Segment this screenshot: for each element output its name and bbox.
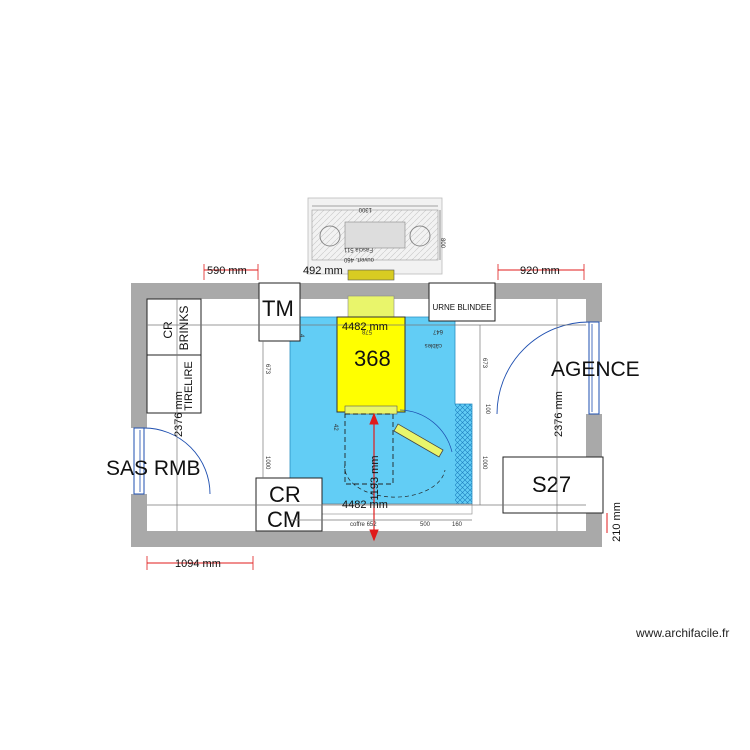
- small-160: 160: [452, 522, 463, 528]
- small-673a: 673: [264, 364, 270, 375]
- agence-door: [496, 321, 600, 415]
- small-100: 100: [484, 404, 490, 415]
- dim-920: 920 mm: [520, 265, 560, 277]
- small-673b: 673: [481, 358, 487, 369]
- yellow-bar: [347, 269, 395, 281]
- block-368: 368: [336, 316, 406, 415]
- small-500: 500: [420, 522, 431, 528]
- sas-door: [133, 427, 211, 495]
- small-578: 578: [361, 328, 372, 334]
- cr-brinks-brinks: BRINKS: [177, 306, 191, 351]
- equipment-sketch: 1300 800 Fascia 511 ouvert. 460: [307, 197, 445, 275]
- sketch-dim-800: 800: [439, 238, 445, 249]
- small-652: coffre 652: [350, 522, 377, 528]
- sketch-fascia: Fascia 511: [343, 246, 373, 252]
- cr-brinks-cr: CR: [161, 321, 175, 339]
- small-1000b: 1000: [481, 456, 487, 470]
- sketch-dim-1300: 1300: [358, 206, 372, 212]
- dim-4482-top: 4482 mm: [342, 321, 388, 333]
- sas-rmb-label: SAS RMB: [106, 457, 201, 480]
- tm-box: TM: [258, 282, 301, 342]
- dim-4482-bottom: 4482 mm: [342, 499, 388, 511]
- small-42: 42: [332, 424, 338, 431]
- dim-1193: 1193 mm: [369, 455, 381, 500]
- small-1000a: 1000: [264, 456, 270, 470]
- urne-blindee: URNE BLINDEE: [428, 282, 496, 322]
- tm-label: TM: [262, 296, 294, 321]
- urne-label: URNE BLINDEE: [432, 303, 491, 312]
- s27-label: S27: [532, 472, 571, 497]
- dashed-area: [344, 413, 446, 498]
- dim-2376-right: 2376 mm: [553, 391, 565, 437]
- dim-1094: 1094 mm: [175, 558, 221, 570]
- block-368-label: 368: [354, 346, 391, 371]
- cr-cm-box: CR CM: [255, 477, 323, 532]
- dim-2376-left: 2376 mm: [173, 391, 185, 437]
- wall-unit: [347, 295, 395, 319]
- small-4: 4: [298, 334, 304, 338]
- dimension-lines: [146, 264, 608, 570]
- s27-box: S27: [502, 456, 604, 514]
- cr-cm-bottom: CM: [267, 507, 301, 532]
- dim-210: 210 mm: [611, 502, 623, 542]
- measure-lines: [147, 299, 586, 531]
- small-cables: câbles: [425, 342, 442, 348]
- agence-label: AGENCE: [551, 358, 640, 381]
- tirelire-cabinet: TIRELIRE: [146, 354, 202, 414]
- sketch-ouvert: ouvert. 460: [343, 256, 374, 262]
- cr-cm-top: CR: [269, 482, 301, 507]
- tirelire-label: TIRELIRE: [183, 361, 195, 411]
- dim-492: 492 mm: [303, 265, 343, 277]
- dim-590: 590 mm: [207, 265, 247, 277]
- watermark: www.archifacile.fr: [636, 626, 730, 640]
- small-647: 647: [432, 328, 443, 334]
- rotating-arm: [393, 409, 453, 458]
- cr-brinks-cabinet: CR BRINKS: [146, 298, 202, 356]
